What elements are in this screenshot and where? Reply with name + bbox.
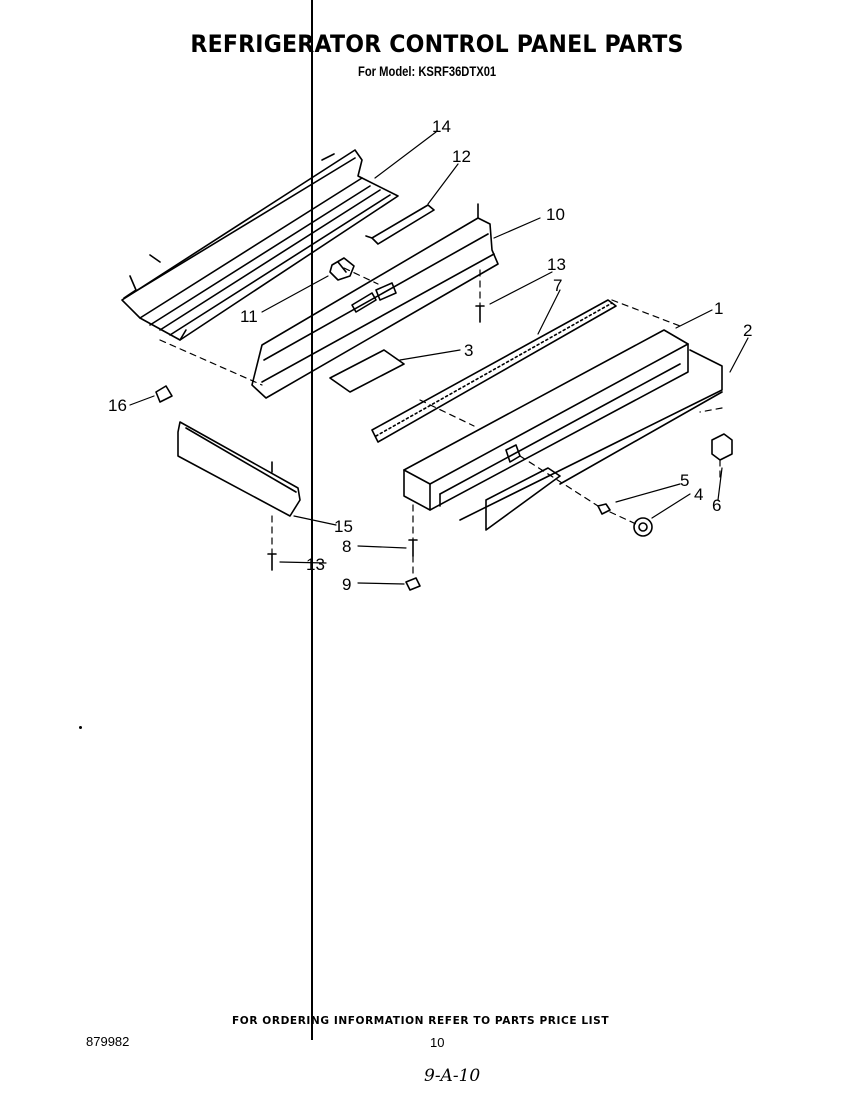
- part-10-bracket: [251, 203, 499, 399]
- callout-1: 1: [714, 299, 723, 318]
- callout-3: 3: [464, 341, 473, 360]
- callout-6: 6: [712, 496, 721, 515]
- part-5-trim: [485, 467, 611, 531]
- callout-13-upper: 13: [547, 255, 566, 274]
- assembly-lines: [159, 267, 723, 579]
- callout-4: 4: [694, 485, 703, 504]
- handwritten-note: 9-A-10: [424, 1066, 481, 1086]
- part-4-knob: [633, 517, 653, 537]
- callout-5: 5: [680, 471, 689, 490]
- callout-14: 14: [432, 117, 451, 136]
- callout-9: 9: [342, 575, 351, 594]
- leader-lines: [129, 131, 749, 585]
- callout-7: 7: [553, 276, 562, 295]
- screw-8: [408, 539, 418, 557]
- callout-8: 8: [342, 537, 351, 556]
- part-7-strip: [371, 299, 617, 443]
- part-16-clip: [155, 385, 173, 403]
- model-subtitle: For Model: KSRF36DTX01: [358, 63, 497, 79]
- nut-9: [405, 577, 421, 591]
- part-12-tube: [365, 204, 435, 245]
- stray-mark: [79, 726, 82, 729]
- screw-13-lower: [267, 553, 277, 571]
- part-1-housing: [403, 329, 689, 511]
- part-2-panel: [459, 349, 723, 521]
- callout-16: 16: [108, 396, 127, 415]
- callout-10: 10: [546, 205, 565, 224]
- page-number: 10: [430, 1035, 445, 1050]
- callout-12: 12: [452, 147, 471, 166]
- part-6-switch: [711, 433, 733, 461]
- part-11-thermostat: [329, 257, 355, 281]
- part-14-top-channel: [121, 149, 399, 341]
- callout-11: 11: [240, 307, 258, 326]
- callout-13-lower: 13: [306, 555, 325, 574]
- page-title: REFRIGERATOR CONTROL PANEL PARTS: [190, 30, 684, 58]
- ordering-note: FOR ORDERING INFORMATION REFER TO PARTS …: [232, 1014, 610, 1027]
- callout-2: 2: [743, 321, 752, 340]
- callout-15: 15: [334, 517, 353, 536]
- document-number: 879982: [86, 1034, 130, 1049]
- part-15-lower-bracket: [177, 421, 301, 517]
- screw-13-upper: [475, 305, 485, 323]
